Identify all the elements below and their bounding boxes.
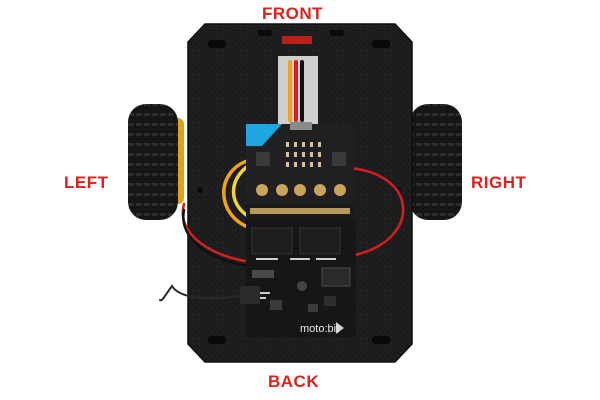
- power-switch: [270, 300, 282, 310]
- chassis-holes: [197, 30, 401, 344]
- motobit-board: moto:bit: [240, 218, 356, 338]
- front-sensor-connector: [282, 36, 312, 44]
- label-front: FRONT: [262, 4, 324, 23]
- label-right: RIGHT: [471, 173, 527, 192]
- microbit-board: [246, 122, 354, 218]
- microbit-led-matrix: [286, 142, 321, 167]
- microbit-button-a: [256, 152, 270, 166]
- microbit-button-b: [332, 152, 346, 166]
- microbit-edge-pads: [256, 184, 346, 196]
- right-wheel-tire: [410, 104, 462, 220]
- label-back: BACK: [268, 372, 320, 391]
- left-wheel: [128, 104, 184, 220]
- motobit-brand: moto:bit: [300, 323, 339, 335]
- power-jack: [240, 286, 260, 304]
- left-wheel-tire: [128, 104, 178, 220]
- label-left: LEFT: [64, 173, 109, 192]
- sparkfun-flame-icon: [336, 322, 344, 334]
